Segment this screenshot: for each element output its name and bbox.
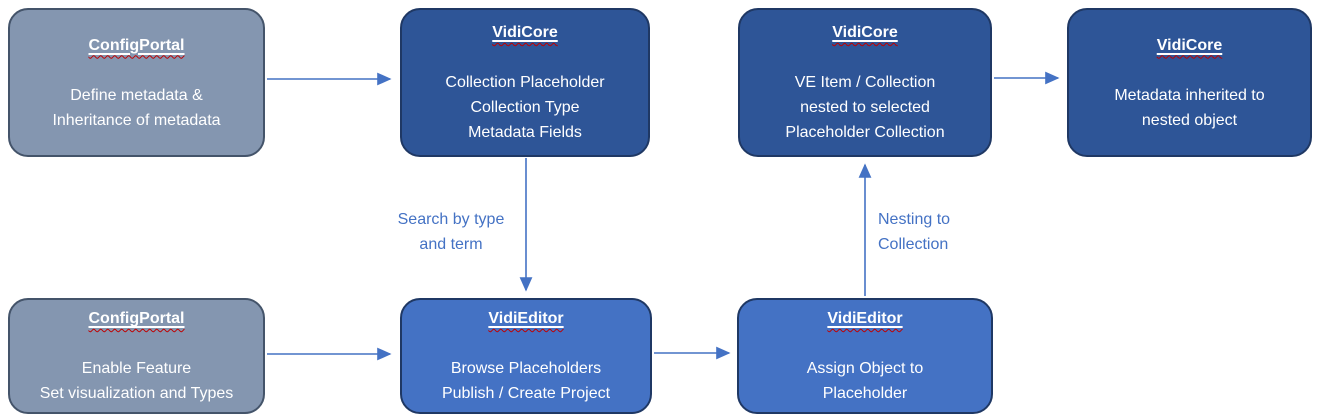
node-text-line: nested object <box>1141 111 1238 129</box>
node-title: VidiEditor <box>488 310 564 327</box>
node-text-line: VE Item / Collection <box>794 74 936 91</box>
node-text-line: Metadata inherited to <box>1114 86 1265 104</box>
node-text-line: Define metadata & <box>70 86 203 104</box>
node-title: ConfigPortal <box>88 36 185 54</box>
node-text-line: Collection Type <box>470 99 580 116</box>
edge-label-line: and term <box>419 236 483 253</box>
node-title: VidiCore <box>1156 36 1223 54</box>
node-vidicore-collection: VidiCore Collection Placeholder Collecti… <box>400 8 650 157</box>
node-vidicore-nested: VidiCore VE Item / Collection nested to … <box>738 8 992 157</box>
node-text-line: nested to selected <box>800 99 930 116</box>
edge-label-search: Search by type and term <box>384 207 518 257</box>
node-configportal-enable: ConfigPortal Enable Feature Set visualiz… <box>8 298 265 414</box>
node-title: VidiCore <box>492 24 558 41</box>
node-text-line: Enable Feature <box>81 360 192 377</box>
node-text-line: Placeholder Collection <box>785 124 945 141</box>
node-vidieditor-assign: VidiEditor Assign Object to Placeholder <box>737 298 993 414</box>
edge-label-line: Nesting to <box>878 211 951 228</box>
node-text-line: Browse Placeholders <box>450 360 602 377</box>
node-configportal-define: ConfigPortal Define metadata & Inheritan… <box>8 8 265 157</box>
node-title: ConfigPortal <box>88 310 185 327</box>
node-vidieditor-browse: VidiEditor Browse Placeholders Publish /… <box>400 298 652 414</box>
node-title: VidiCore <box>832 24 898 41</box>
node-text-line: Inheritance of metadata <box>52 111 221 129</box>
edge-label-line: Collection <box>878 236 949 253</box>
node-text-line: Placeholder <box>822 385 908 402</box>
node-text-line: Metadata Fields <box>468 124 582 141</box>
node-text-line: Collection Placeholder <box>445 74 605 91</box>
edge-label-line: Search by type <box>397 211 505 228</box>
node-text-line: Assign Object to <box>806 360 924 377</box>
node-text-line: Set visualization and Types <box>39 385 234 402</box>
node-title: VidiEditor <box>827 310 903 327</box>
node-vidicore-inherited: VidiCore Metadata inherited to nested ob… <box>1067 8 1312 157</box>
node-text-line: Publish / Create Project <box>441 385 611 402</box>
edge-label-nesting: Nesting to Collection <box>878 207 998 257</box>
